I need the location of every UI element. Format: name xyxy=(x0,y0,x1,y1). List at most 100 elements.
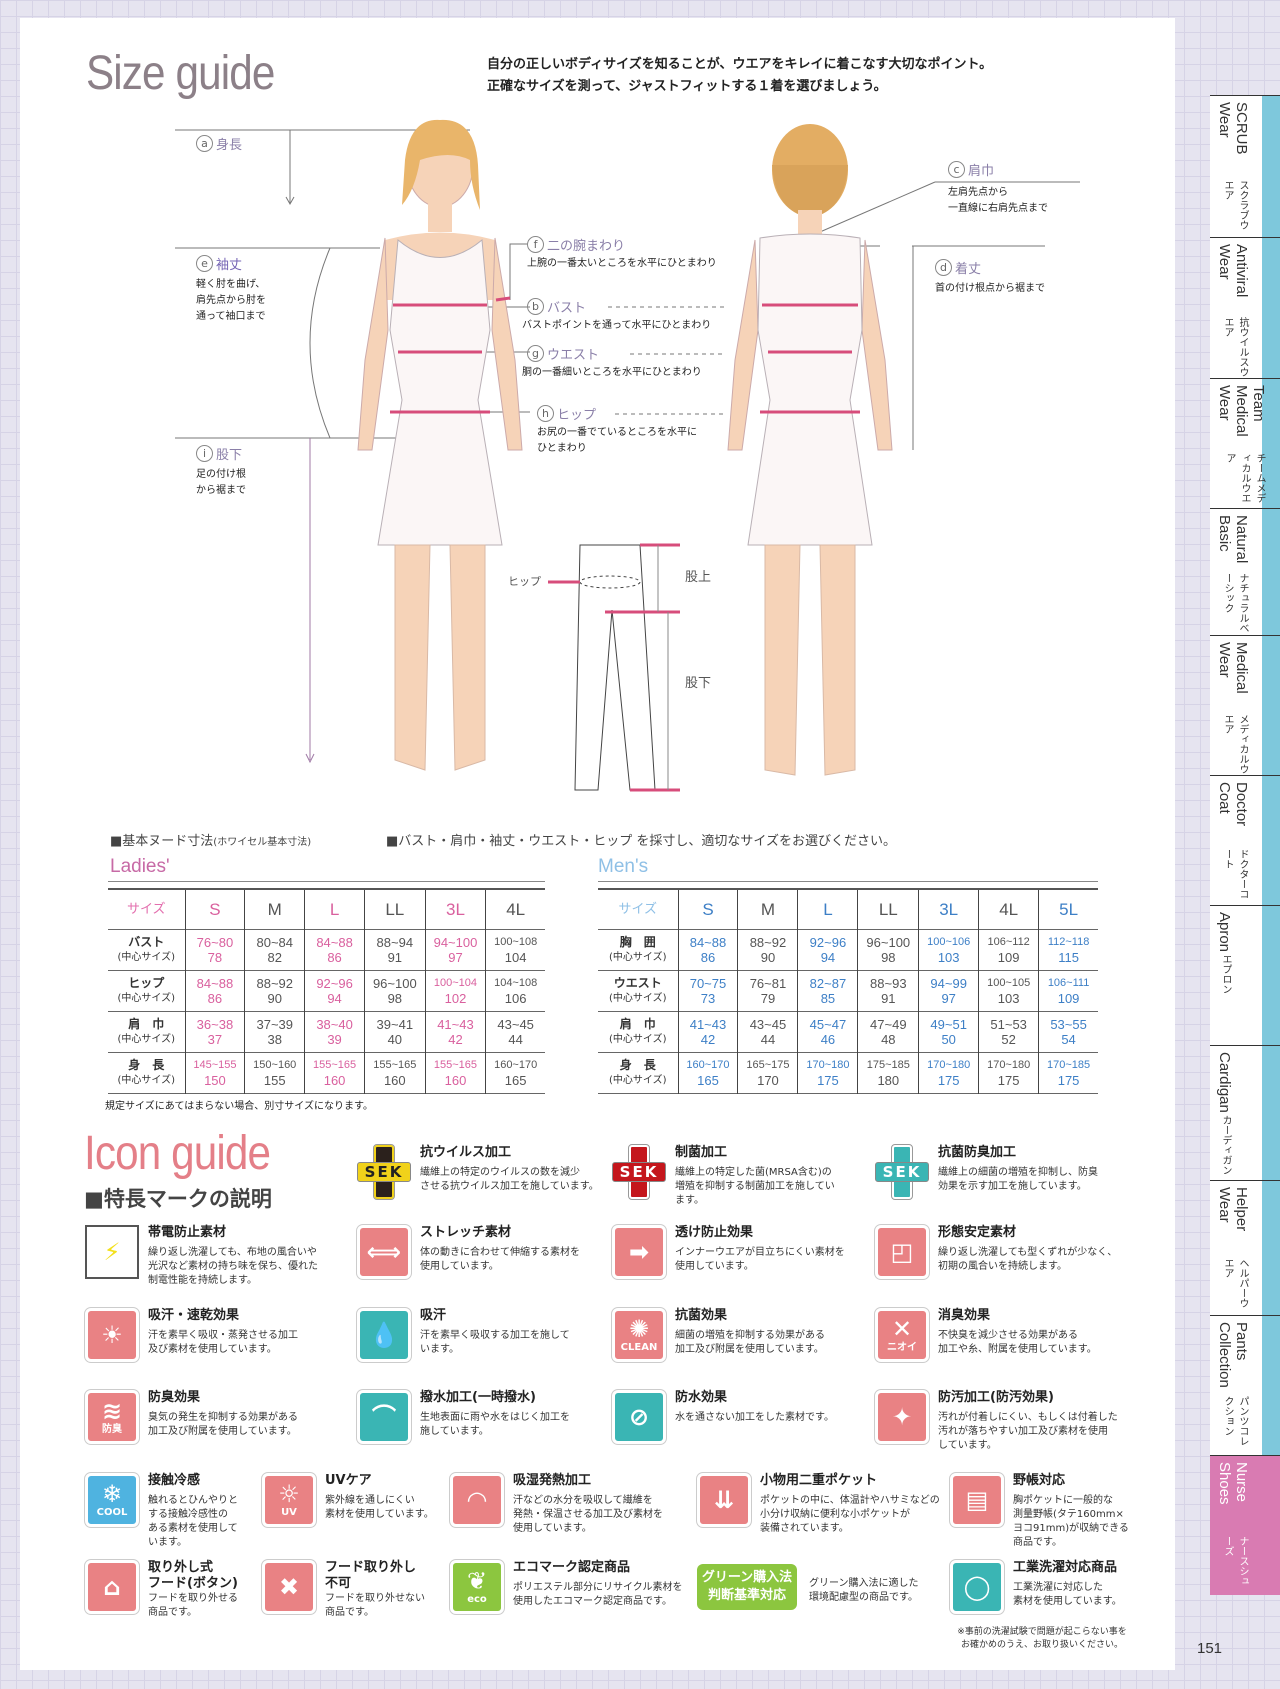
icon-description: 不快臭を減少させる効果がある加工や糸、附属を使用しています。 xyxy=(938,1329,1143,1357)
badge-text: グリーン購入法 判断基準対応 xyxy=(701,1570,793,1603)
icon-glyph: ⌒ xyxy=(372,1403,396,1431)
range-value: 53~55 xyxy=(1050,1016,1087,1032)
tab-label-en: Medical Wear xyxy=(1216,642,1250,694)
range-value: 106~111 xyxy=(1047,976,1090,989)
row-label: ウエスト(中心サイズ) xyxy=(598,970,678,1011)
center-value: 170 xyxy=(757,1072,779,1088)
icon-title: UVケア xyxy=(325,1473,372,1488)
row-label-text: 身 長 xyxy=(619,1057,656,1072)
center-value: 104 xyxy=(504,949,527,965)
center-value: 54 xyxy=(1061,1031,1076,1047)
icon-glyph: ❄ xyxy=(101,1480,123,1508)
removable-hood-icon: ⌂ xyxy=(84,1559,140,1615)
intro-text: 自分の正しいボディサイズを知ることが、ウエアをキレイに着こなす大切なポイント。 … xyxy=(487,54,992,98)
tab-label-en: Nurse Shoes xyxy=(1216,1462,1250,1505)
center-value: 160 xyxy=(383,1072,406,1088)
industrial-laundry-icon: ◯ xyxy=(949,1559,1005,1615)
desc-line: 増殖を抑制する制菌加工を施してい xyxy=(675,1181,835,1192)
field-notebook-icon: ▤ xyxy=(949,1472,1005,1528)
icon-description: 汗を素早く吸収・蒸発させる加工及び素材を使用しています。 xyxy=(148,1329,353,1357)
icon-title: 制菌加工 xyxy=(675,1145,728,1160)
measurement-illustration xyxy=(175,119,1080,792)
tab-label-jp: エプロン xyxy=(1220,954,1231,995)
size-header: 4L xyxy=(485,889,545,929)
range-value: 100~106 xyxy=(927,935,971,948)
size-header: 5L xyxy=(1038,889,1098,929)
desc-line: 汗を素早く吸収・蒸発させる加工 xyxy=(148,1330,298,1341)
row-label-text: 胸 囲 xyxy=(619,934,656,949)
row-sublabel: (中心サイズ) xyxy=(117,992,175,1004)
tab-label-en: Natural Basic xyxy=(1216,515,1250,564)
center-value: 44 xyxy=(760,1031,776,1047)
row-sublabel: (中心サイズ) xyxy=(608,1074,667,1086)
center-value: 82 xyxy=(267,949,282,965)
note-line: ※事前の洗濯試験で問題が起こらない事を xyxy=(957,1627,1127,1637)
icon-glyph: ⌂ xyxy=(103,1573,121,1601)
icon-title: 小物用二重ポケット xyxy=(760,1473,878,1488)
label-text: 肩巾 xyxy=(968,164,995,179)
water-repellent-icon: ⌒ xyxy=(356,1389,412,1445)
icon-title: エコマーク認定商品 xyxy=(513,1560,631,1575)
center-value: 160 xyxy=(444,1072,467,1088)
row-sublabel: (中心サイズ) xyxy=(608,951,667,963)
label-text: 股下 xyxy=(216,448,243,463)
mark-d: d xyxy=(935,259,952,276)
row-label: 肩 巾(中心サイズ) xyxy=(598,1011,678,1052)
icon-description: 体の動きに合わせて伸縮する素材を使用しています。 xyxy=(420,1246,625,1274)
row-label: 肩 巾(中心サイズ) xyxy=(108,1011,185,1052)
desc-line: 素材を使用しています。 xyxy=(325,1509,434,1520)
icon-title: 透け防止効果 xyxy=(675,1225,754,1240)
icon-title: 吸汗・速乾効果 xyxy=(148,1308,240,1323)
center-value: 38 xyxy=(267,1031,282,1047)
icon-text: 消臭効果不快臭を減少させる効果がある加工や糸、附属を使用しています。 xyxy=(938,1308,1143,1357)
center-value: 160 xyxy=(323,1072,346,1088)
desc-line: バストポイントを通って水平にひとまわり xyxy=(522,320,712,331)
green-purchasing-badge: グリーン購入法 判断基準対応 xyxy=(697,1564,797,1610)
center-value: 109 xyxy=(997,949,1020,965)
center-value: 91 xyxy=(387,949,403,965)
center-value: 165 xyxy=(504,1072,527,1088)
icon-glyph: ◯ xyxy=(963,1573,991,1601)
range-value: 84~88 xyxy=(196,975,234,991)
desc-line: います。 xyxy=(148,1537,187,1548)
label-text: 袖丈 xyxy=(216,258,243,273)
center-value: 86 xyxy=(700,949,716,965)
desc-line: 細菌の増殖を抑制する効果がある xyxy=(675,1330,825,1341)
tab-label-jp: パンツコレクション xyxy=(1222,1395,1248,1446)
tab-label-en: Apron xyxy=(1216,912,1233,953)
icon-glyph: ▤ xyxy=(965,1486,989,1514)
icon-title: 工業洗濯対応商品 xyxy=(1013,1560,1118,1575)
tab-label-jp: ヘルパーウエア xyxy=(1222,1257,1248,1308)
range-value: 43~45 xyxy=(749,1016,787,1032)
icon-title: 帯電防止素材 xyxy=(148,1225,227,1240)
sweat-absorb-icon: 💧 xyxy=(356,1307,412,1363)
